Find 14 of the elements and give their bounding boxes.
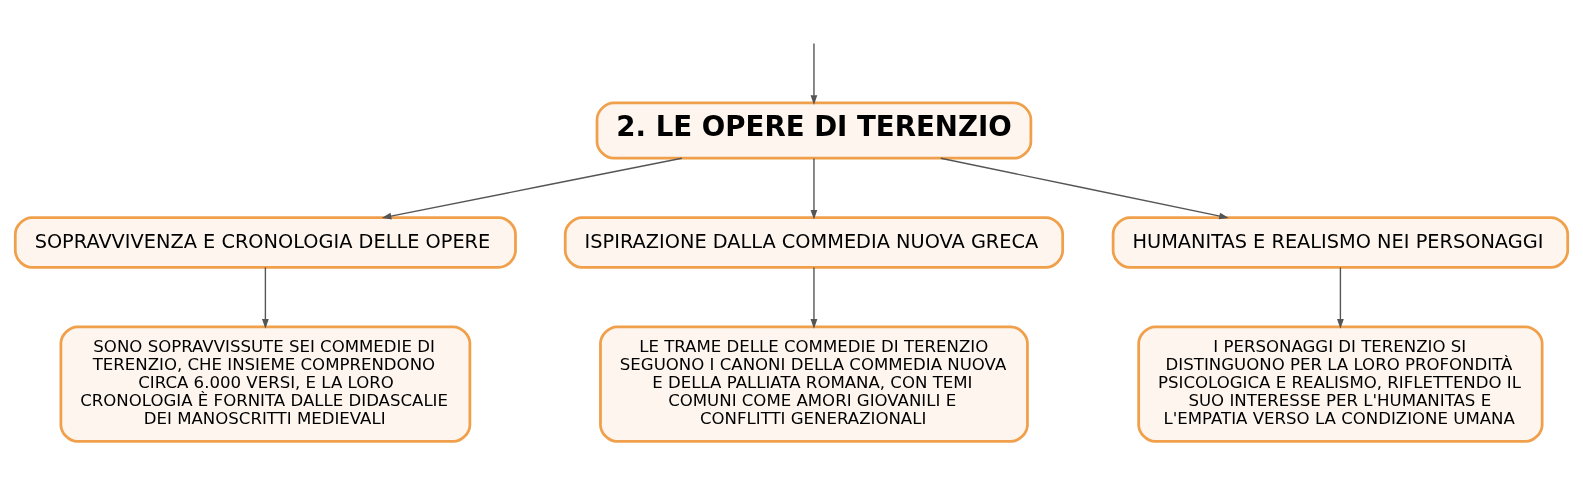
node-box: SOPRAVVIVENZA E CRONOLOGIA DELLE OPERE — [13, 215, 517, 269]
arrow — [810, 266, 818, 329]
arrow — [262, 266, 269, 329]
arrow — [810, 42, 818, 105]
node-box: LE TRAME DELLE COMMEDIE DI TERENZIO SEGUONO I CANONI DELLA COMMEDIA NUOVA E DELLA PALLIATA ROMANA, CON TEMI COMUNI COME AMORI GIOVANILI E CONFLITTI GENERAZIONALI — [599, 324, 1029, 443]
arrow — [940, 157, 1229, 219]
node-box: HUMANITAS E REALISMO NEI PERSONAGGI — [1111, 215, 1570, 269]
node-box: ISPIRAZIONE DALLA COMMEDIA NUOVA GRECA — [563, 215, 1065, 269]
node-box: I PERSONAGGI DI TERENZIO SI DISTINGUONO PER LA LORO PROFONDITÀ PSICOLOGICA E REALISMO, RIFLETTENDO IL SUO INTERESSE PER L'HUMANITAS E L'EMPATIA VERSO LA CONDIZIONE UMANA — [1137, 324, 1544, 443]
arrow — [381, 157, 683, 219]
node-box: 2. LE OPERE DI TERENZIO — [595, 101, 1033, 160]
arrow — [810, 157, 818, 220]
node-box: SONO SOPRAVVISSUTE SEI COMMEDIE DI TERENZIO, CHE INSIEME COMPRENDONO CIRCA 6.000 VERSI, E LA LORO CRONOLOGIA È FORNITA DALLE DIDASCALIE DEI MANOSCRITTI MEDIEVALI — [59, 324, 472, 443]
arrow — [1337, 266, 1344, 329]
